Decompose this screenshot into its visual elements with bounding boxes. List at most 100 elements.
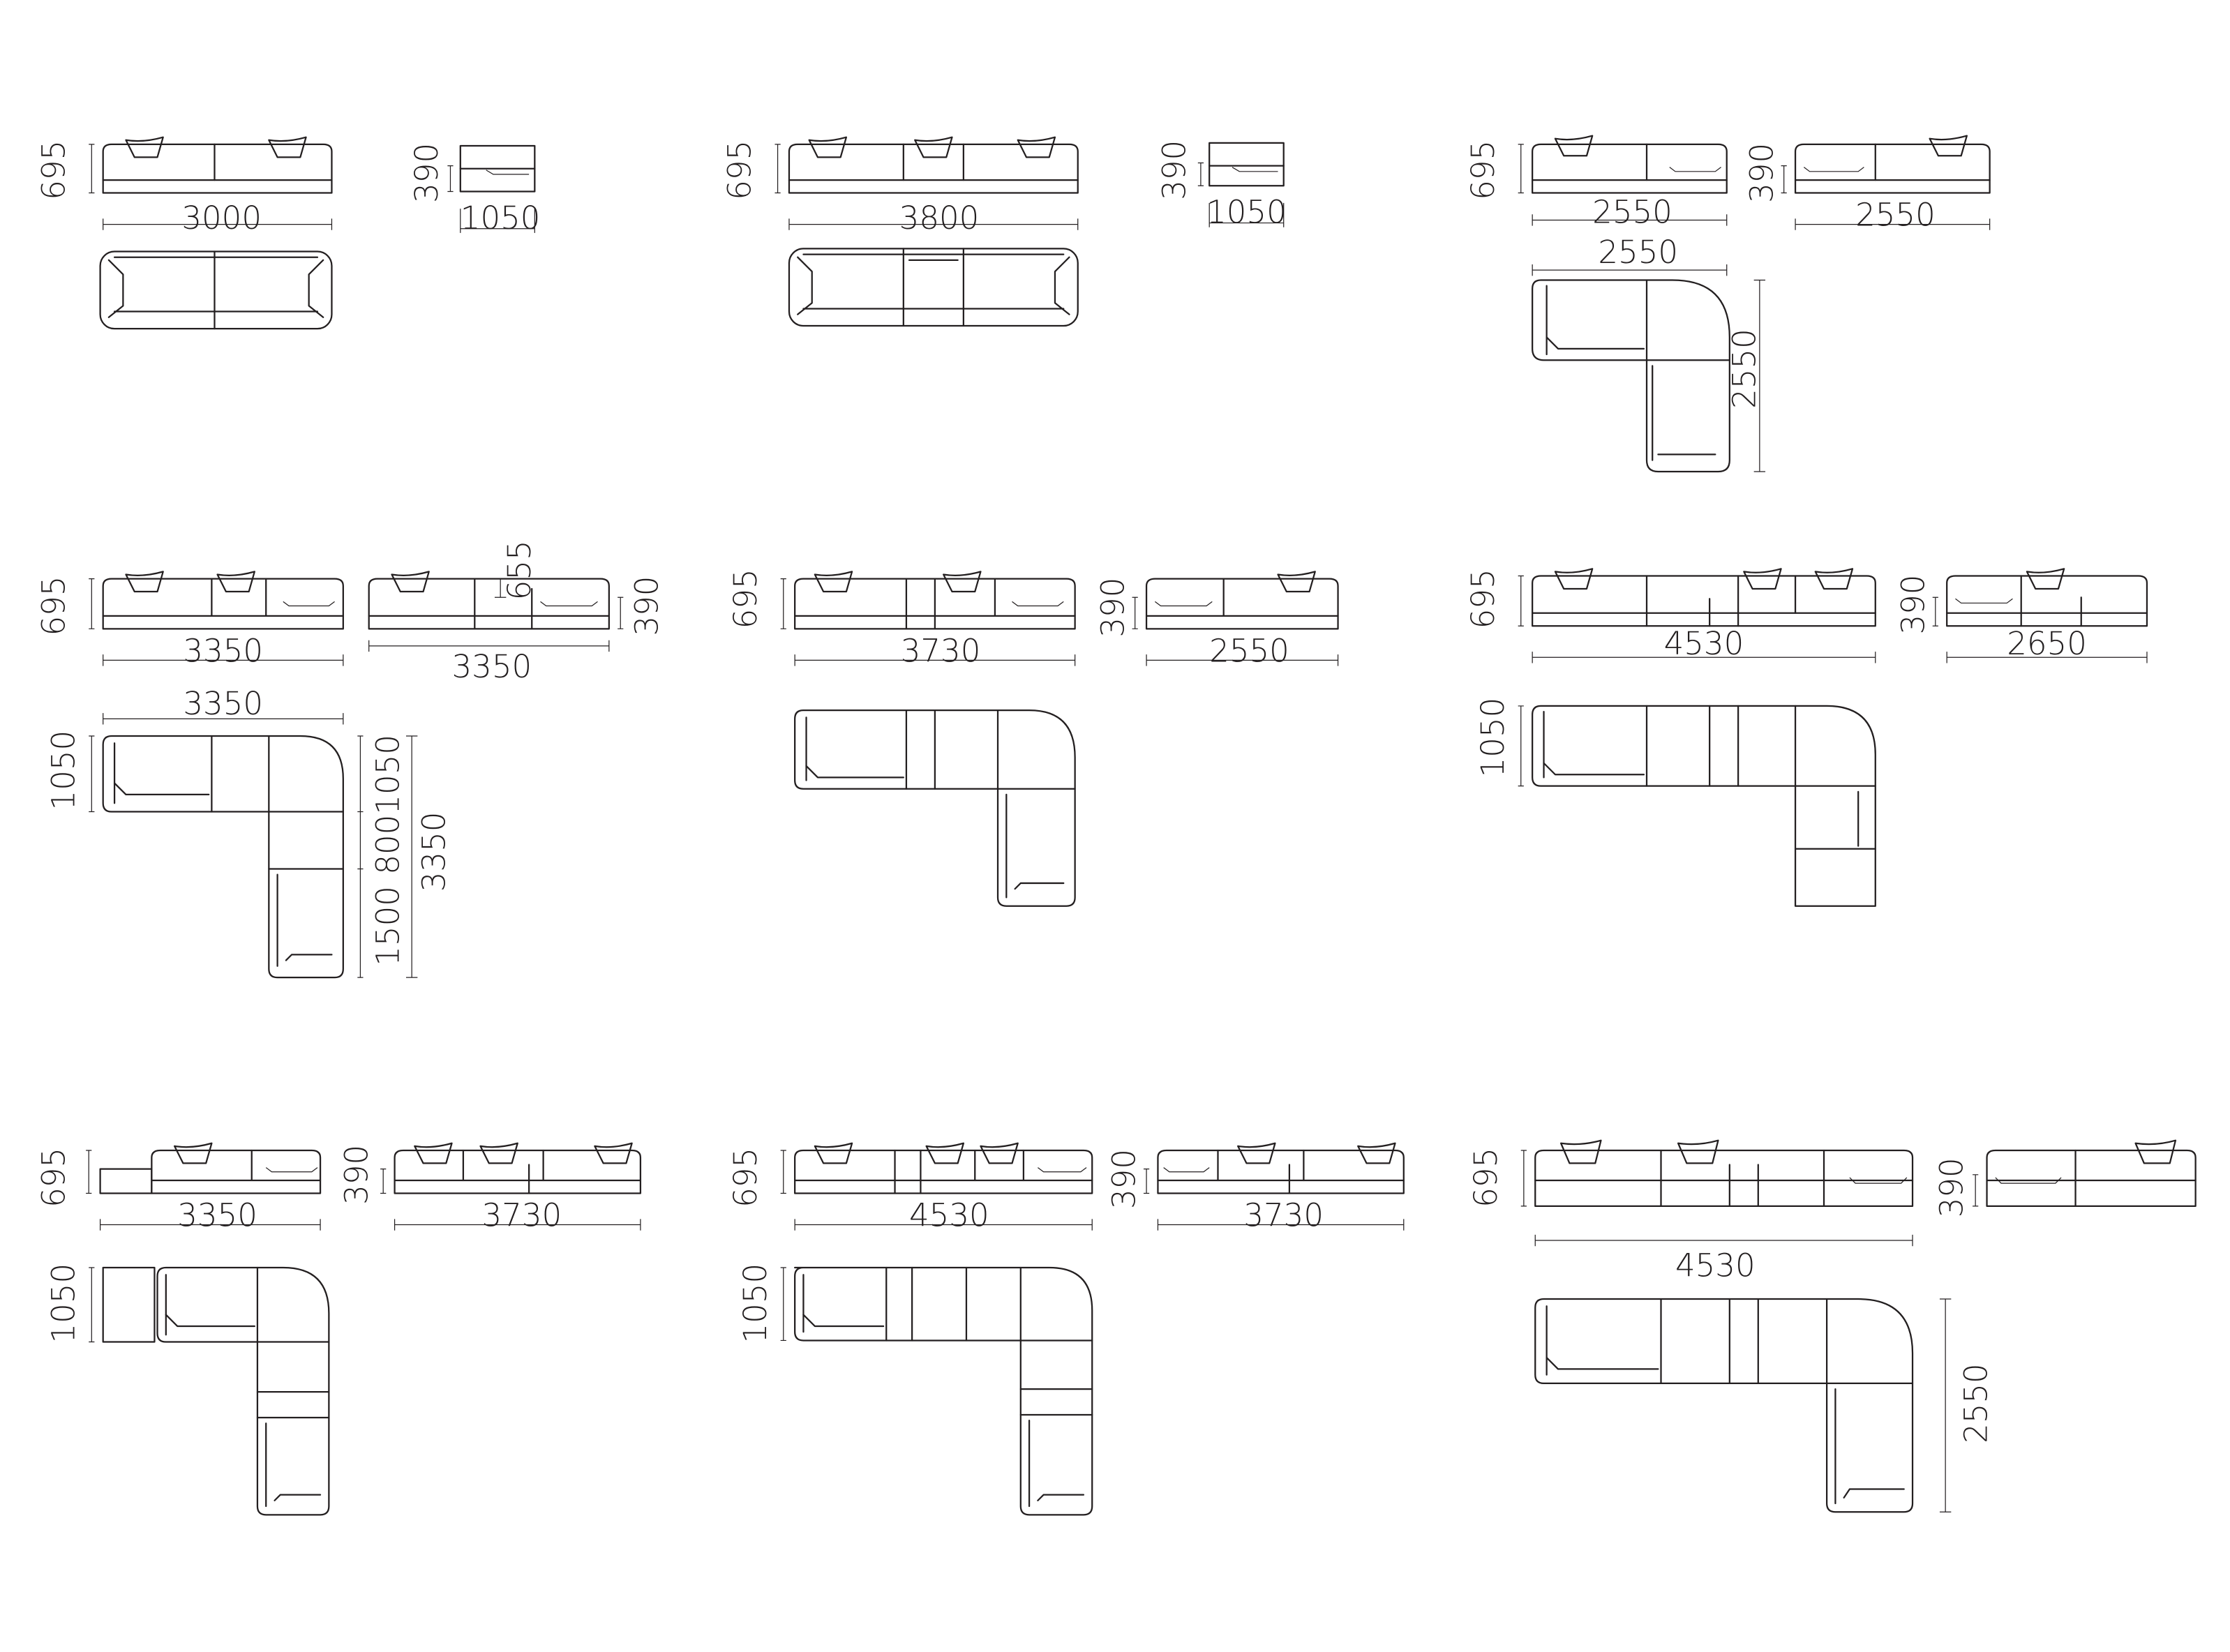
- back-elevation: [1157, 1142, 1405, 1194]
- plan-view: [102, 735, 344, 979]
- dimension-width: 2650: [1946, 625, 2148, 663]
- configuration-6: 695 4530 390 2650: [1465, 568, 2148, 907]
- dimension-width: 3730: [1157, 1197, 1405, 1234]
- dim-label: 2650: [2007, 625, 2087, 662]
- dim-label: 1050: [45, 730, 82, 811]
- dim-label: 695: [35, 1148, 72, 1208]
- dim-label: 390: [1894, 575, 1931, 635]
- front-elevation: [1532, 568, 1876, 627]
- dimension-width: 3350: [99, 1197, 321, 1234]
- dim-label: 390: [1743, 143, 1780, 203]
- dim-label: 695: [727, 569, 764, 629]
- dim-label: 2550: [1726, 329, 1763, 409]
- back-elevation: [368, 571, 610, 630]
- front-elevation: [794, 1142, 1093, 1194]
- dimension-height: 390: [1106, 1149, 1150, 1209]
- dim-label: 3350: [183, 632, 263, 669]
- dim-label: 3730: [901, 632, 981, 669]
- dimension-depth: 1050: [45, 1263, 95, 1344]
- dim-label: 1500: [370, 886, 407, 966]
- dimension-width: 3350: [368, 640, 610, 685]
- dim-label: 695: [727, 1148, 764, 1208]
- dim-label: 2550: [1958, 1363, 1995, 1443]
- dimension-width: 3350: [103, 685, 344, 725]
- dimension-depth: 1050: [737, 1263, 786, 1344]
- front-elevation: [102, 136, 333, 194]
- dimension-height: 695: [35, 1148, 92, 1208]
- dimension-depth: 1050: [45, 730, 95, 813]
- dim-label: 2550: [1855, 197, 1936, 234]
- dim-label: 3350: [452, 648, 532, 685]
- dim-label: 3350: [177, 1197, 257, 1234]
- dimension-height: 390: [1743, 143, 1787, 203]
- dimension-height: 695: [35, 576, 95, 636]
- dimension-height: 695: [721, 140, 781, 200]
- plan-view: [1532, 279, 1730, 473]
- plan-view: [794, 709, 1076, 907]
- dimension-width: 4530: [1534, 1234, 1913, 1284]
- dim-label: 3730: [1243, 1197, 1324, 1234]
- dim-label: 390: [408, 143, 445, 203]
- dim-label: 390: [1106, 1149, 1143, 1209]
- plan-view: [1534, 1298, 1914, 1513]
- dim-label: 390: [628, 576, 665, 636]
- dimension-depth: 2550: [1726, 279, 1766, 472]
- front-elevation: [1532, 135, 1728, 194]
- dimension-width: 1050: [460, 200, 541, 236]
- dim-label: 390: [1094, 578, 1131, 638]
- dim-label: 390: [1933, 1157, 1970, 1217]
- dimension-height: 655: [494, 540, 538, 600]
- dim-label: 3350: [183, 685, 263, 722]
- back-elevation: [1794, 135, 1991, 194]
- dimension-height: 390: [408, 143, 454, 203]
- front-elevation: [794, 571, 1076, 630]
- plan-view: [788, 248, 1079, 327]
- dimension-height: 695: [35, 140, 95, 200]
- dim-label: 1050: [45, 1263, 82, 1344]
- dimension-width: 2550: [1146, 632, 1339, 669]
- dim-label: 655: [501, 540, 538, 600]
- dim-label: 3000: [181, 200, 262, 236]
- dimension-height: 695: [727, 1148, 786, 1208]
- dimension-width: 2550: [1795, 197, 1991, 234]
- back-elevation: [1986, 1139, 2197, 1208]
- dimension-height: 695: [1465, 140, 1524, 200]
- dim-label: 1050: [370, 735, 407, 815]
- configuration-7: 695 3350 390 3730: [35, 1142, 642, 1516]
- dimension-depth: 1050 800 1500: [357, 735, 407, 978]
- dim-label: 4530: [1675, 1247, 1756, 1284]
- dimension-height: 390: [1933, 1157, 1979, 1217]
- dimension-width: 3730: [394, 1197, 641, 1234]
- front-elevation: [102, 571, 344, 630]
- dimension-width: 2550: [1532, 234, 1728, 276]
- dim-label: 695: [35, 576, 72, 636]
- ottoman-elevation: [459, 144, 536, 193]
- dim-label: 1050: [461, 200, 541, 236]
- dimension-height: 390: [1094, 578, 1138, 638]
- front-elevation: [99, 1142, 322, 1194]
- dimension-width: 1050: [1206, 194, 1287, 231]
- configuration-9: 695 390 4530 2550: [1467, 1139, 2197, 1513]
- ottoman-elevation: [1208, 142, 1285, 187]
- configuration-1: 695 3000 390 1050: [35, 136, 541, 330]
- dim-label: 390: [1155, 140, 1192, 200]
- plan-view: [794, 1266, 1093, 1516]
- dimension-height: 695: [1465, 569, 1524, 629]
- front-elevation: [788, 136, 1079, 194]
- dim-label: 2550: [1598, 234, 1678, 271]
- dimension-depth: 2550: [1939, 1298, 1995, 1512]
- dimension-width: 3800: [788, 200, 1079, 236]
- dimension-height: 695: [1467, 1148, 1527, 1208]
- dim-label: 695: [1465, 140, 1502, 200]
- dimension-height: 390: [1155, 140, 1204, 200]
- dim-label: 2550: [1209, 632, 1289, 669]
- dim-label: 3800: [899, 200, 980, 236]
- dim-label: 695: [1465, 569, 1502, 629]
- back-elevation: [1145, 571, 1339, 630]
- dim-label: 3730: [482, 1197, 562, 1234]
- plan-view: [102, 1266, 330, 1516]
- dimension-height: 390: [618, 576, 665, 636]
- configuration-2: 695 3800 390 1050: [721, 136, 1287, 327]
- dim-label: 2550: [1592, 194, 1672, 231]
